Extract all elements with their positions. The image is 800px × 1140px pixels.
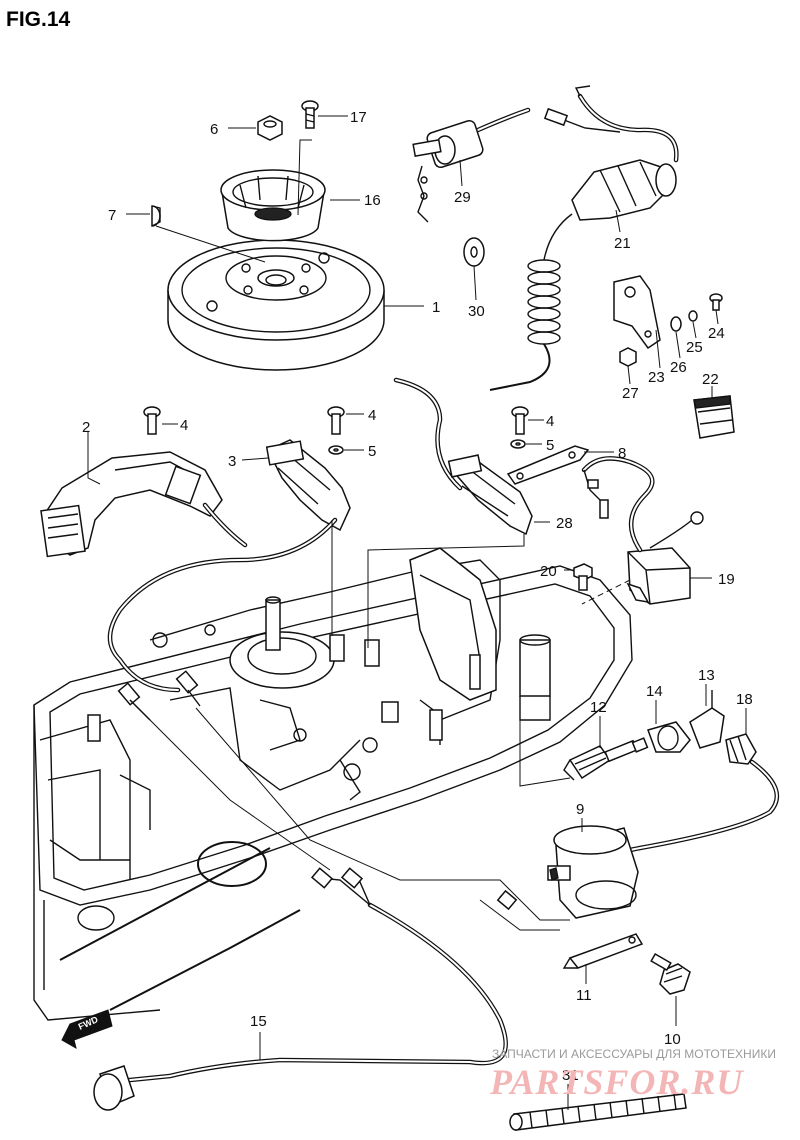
screw-4-right[interactable] [511, 406, 529, 435]
screw-17[interactable] [301, 100, 319, 129]
starter-cup[interactable] [220, 169, 326, 242]
spark-plug[interactable] [563, 737, 649, 781]
callout-4-mid: 4 [368, 407, 376, 424]
callout-25: 25 [686, 339, 703, 356]
callout-15: 15 [250, 1013, 267, 1030]
callout-16: 16 [364, 192, 381, 209]
callout-8: 8 [618, 445, 626, 462]
watermark: ЗАПЧАСТИ И АКСЕССУАРЫ ДЛЯ МОТОТЕХНИКИ PA… [489, 1047, 776, 1102]
washer-30[interactable] [463, 237, 485, 267]
callout-31: 31 [562, 1067, 579, 1084]
plug-cap-boot[interactable] [647, 721, 691, 753]
callout-27: 27 [622, 385, 639, 402]
callout-3: 3 [228, 453, 236, 470]
callout-19: 19 [718, 571, 735, 588]
leader-lines [87, 115, 747, 1110]
flywheel[interactable] [167, 239, 385, 371]
watermark-tagline: ЗАПЧАСТИ И АКСЕССУАРЫ ДЛЯ МОТОТЕХНИКИ [492, 1047, 776, 1061]
protective-tube[interactable] [509, 1093, 687, 1131]
callout-7: 7 [108, 207, 116, 224]
wire-harness[interactable] [93, 867, 518, 1111]
bolt-20[interactable] [573, 563, 593, 591]
emergency-stop-switch[interactable] [489, 85, 679, 391]
bolt-10[interactable] [650, 953, 691, 995]
forward-direction-arrow: FWD [61, 1009, 113, 1050]
screw-24[interactable] [709, 293, 723, 311]
callout-11: 11 [576, 987, 592, 1004]
callout-5-mid: 5 [368, 443, 376, 460]
callout-1: 1 [432, 299, 440, 316]
screw-4-mid[interactable] [327, 406, 345, 435]
screw-4-left[interactable] [143, 406, 161, 435]
callout-6: 6 [210, 121, 218, 138]
callout-2: 2 [82, 419, 90, 436]
callout-30: 30 [468, 303, 485, 320]
figure-title: FIG.14 [6, 8, 71, 31]
engine-casing [33, 547, 633, 1021]
callout-4-left: 4 [180, 417, 188, 434]
lead-clamp-bracket[interactable] [506, 445, 590, 485]
callout-18: 18 [736, 691, 753, 708]
watermark-logo: PARTSFOR.RU [489, 1062, 744, 1102]
coil-bracket[interactable] [562, 933, 644, 969]
callout-24: 24 [708, 325, 725, 342]
pulser-coil[interactable] [265, 439, 351, 532]
washer-26[interactable] [670, 316, 682, 332]
callout-9: 9 [576, 801, 584, 818]
callout-12: 12 [590, 699, 607, 716]
callout-labels: 1 2 3 4 4 4 5 5 6 7 8 9 10 11 12 13 14 1… [82, 109, 753, 1084]
spark-plug-cap[interactable] [689, 690, 725, 749]
callout-5-right: 5 [546, 437, 554, 454]
ignition-coil[interactable] [547, 825, 639, 919]
charge-coil[interactable] [393, 377, 533, 536]
callout-13: 13 [698, 667, 715, 684]
callout-20: 20 [540, 563, 557, 580]
callout-26: 26 [670, 359, 687, 376]
rubber-cap-22[interactable] [693, 395, 735, 439]
harness-connectors [117, 670, 201, 721]
stator-base[interactable] [40, 451, 248, 558]
callout-21: 21 [614, 235, 631, 252]
callout-29: 29 [454, 189, 471, 206]
washer-25[interactable] [688, 310, 698, 322]
nut-27[interactable] [619, 347, 637, 367]
callout-28: 28 [556, 515, 573, 532]
switch-bracket[interactable] [613, 275, 661, 350]
callout-10: 10 [664, 1031, 681, 1048]
washer-5-right[interactable] [510, 439, 526, 449]
flywheel-nut[interactable] [257, 115, 283, 141]
cap-boot-18[interactable] [725, 733, 757, 765]
callout-14: 14 [646, 683, 663, 700]
callout-23: 23 [648, 369, 665, 386]
callout-4-right: 4 [546, 413, 554, 430]
washer-5-mid[interactable] [328, 445, 344, 455]
woodruff-key[interactable] [151, 205, 161, 227]
callout-22: 22 [702, 371, 719, 388]
cdi-unit[interactable] [581, 456, 704, 605]
callout-17: 17 [350, 109, 367, 126]
